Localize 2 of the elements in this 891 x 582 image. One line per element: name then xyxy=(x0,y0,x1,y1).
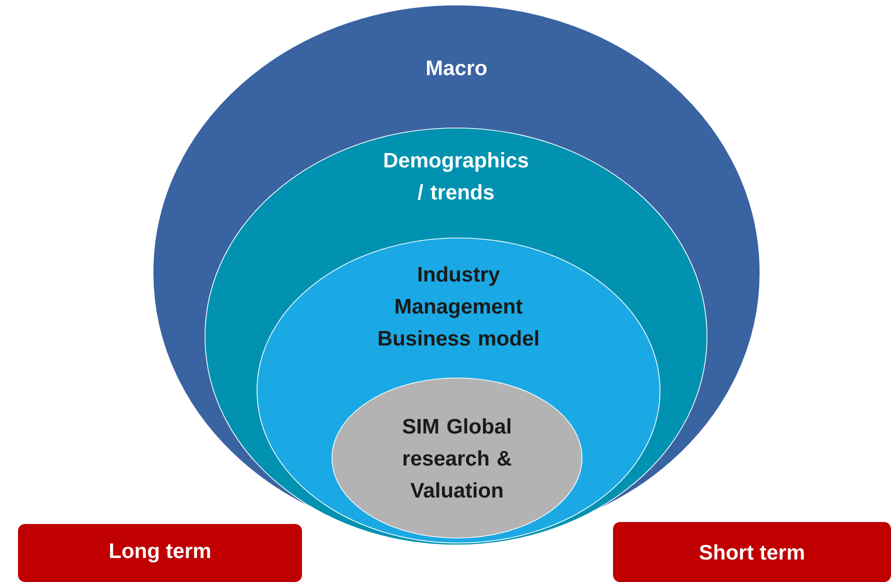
term-box: Long term xyxy=(18,524,302,582)
term-box: Short term xyxy=(613,522,891,582)
